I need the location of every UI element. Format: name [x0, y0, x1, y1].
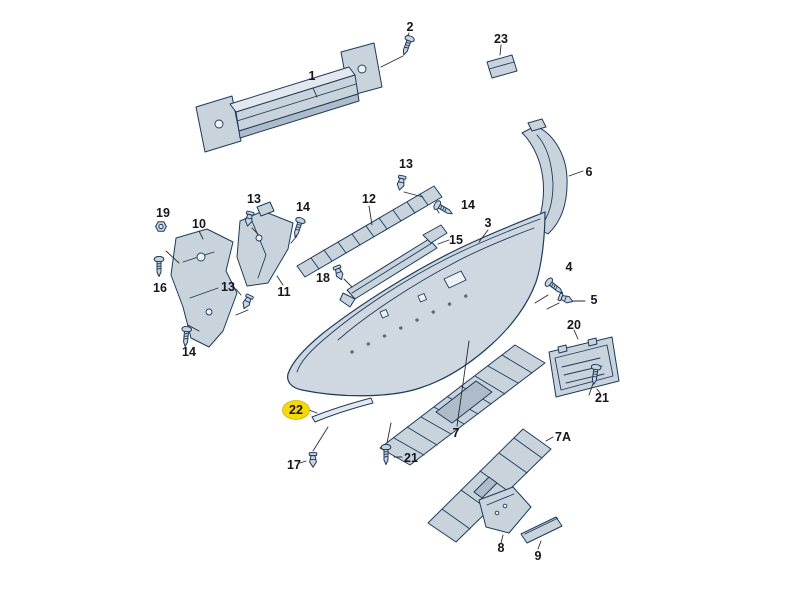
part-23-bracket [486, 54, 518, 79]
part-22-trim-strip [311, 397, 374, 423]
part-12-mounting-rail [296, 185, 443, 278]
mounting-hole [196, 252, 206, 262]
part-6-top-tab [527, 118, 547, 132]
part-7a-lower-valance [427, 428, 552, 543]
clip-icon-13a [395, 174, 407, 192]
part-label-6: 6 [586, 165, 593, 179]
clip-icon-13c [240, 293, 255, 311]
part-3-rim-line-outer [296, 218, 541, 373]
part-15-foot [339, 292, 356, 308]
part-8-corner-piece [478, 486, 532, 534]
clip-icon-17 [308, 452, 318, 468]
part-label-7a: 7A [555, 430, 571, 444]
part-3-clip-holes [350, 292, 472, 354]
part-label-12: 12 [362, 192, 376, 206]
mounting-hole [255, 234, 263, 242]
part-label-20: 20 [567, 318, 581, 332]
screw-icon-16 [153, 256, 165, 277]
part-10-body [170, 228, 238, 348]
part-label-15: 15 [449, 233, 463, 247]
part-label-10: 10 [192, 217, 206, 231]
part-label-21b: 21 [404, 451, 418, 465]
part-label-1: 1 [309, 69, 316, 83]
part-12-rib-ticks [310, 193, 429, 270]
part-label-13c: 13 [221, 280, 235, 294]
mounting-hole [494, 510, 500, 516]
part-label-8: 8 [498, 541, 505, 555]
part-label-9: 9 [535, 549, 542, 563]
part-11-body [236, 210, 294, 287]
clip-icon-18 [332, 264, 346, 282]
part-label-14b: 14 [296, 200, 310, 214]
part-label-13a: 13 [399, 157, 413, 171]
part-label-11: 11 [277, 285, 290, 299]
mounting-hole [214, 119, 224, 129]
part-20-inner-frame [554, 344, 614, 391]
nut-icon-19 [155, 221, 167, 232]
clip-icon-5 [557, 292, 575, 306]
part-9-trim-strip [520, 516, 563, 544]
part-label-16: 16 [153, 281, 167, 295]
part-9-body [520, 516, 563, 544]
part-15-mid-line [351, 242, 433, 294]
part-3-bumper-cover [287, 211, 546, 397]
part-7-center-recess [435, 380, 493, 424]
part-20-plate [548, 336, 620, 398]
part-label-14c: 14 [182, 345, 196, 359]
part-22-body [311, 397, 374, 423]
part-8-edge-line [486, 493, 515, 506]
part-20-tabs [557, 337, 598, 354]
screw-icon-14b [289, 215, 307, 240]
part-6-contour-line [536, 134, 554, 227]
part-3-small-cutouts [379, 293, 427, 319]
part-8-body [478, 486, 532, 534]
part-9-edge-line [524, 517, 559, 535]
part-15-flange [422, 224, 448, 244]
part-20-license-plate-bracket [548, 336, 620, 398]
part-23-edge-line [488, 61, 515, 70]
mounting-hole [502, 503, 508, 509]
part-label-19: 19 [156, 206, 170, 220]
beam-rib-line [236, 83, 357, 122]
part-3-sensor-hole [443, 270, 467, 289]
part-1-impact-beam [195, 42, 383, 153]
part-11-top-tab [256, 201, 275, 217]
part-label-4: 4 [566, 260, 573, 274]
screw-icon-21b [380, 444, 392, 465]
part-label-23: 23 [494, 32, 508, 46]
highlight-ellipse-22 [282, 400, 310, 420]
mounting-hole [205, 308, 213, 316]
part-23-body [486, 54, 518, 79]
part-label-13b: 13 [247, 192, 261, 206]
mounting-hole [357, 64, 367, 74]
screw-icon-14c [179, 325, 193, 348]
part-label-3: 3 [485, 216, 492, 230]
part-7a-chevron [473, 476, 498, 499]
part-10-side-bracket [170, 228, 238, 348]
part-3-rim-line-inner [337, 227, 535, 341]
part-label-21a: 21 [595, 391, 609, 405]
part-15-center-bracket [339, 224, 448, 308]
part-3-shell [287, 211, 546, 397]
part-label-17: 17 [287, 458, 301, 472]
part-label-5: 5 [591, 293, 598, 307]
part-11-bracket [236, 201, 294, 287]
part-label-14a: 14 [461, 198, 475, 212]
callout-labels: 1 2 23 6 13 14 12 13 14 3 10 19 16 13 11… [153, 20, 609, 563]
part-label-7: 7 [453, 426, 460, 440]
screw-icon-2 [398, 33, 416, 58]
part-label-22[interactable]: 22 [289, 403, 303, 417]
beam-bottom-flange [238, 93, 360, 139]
part-label-2: 2 [407, 20, 414, 34]
screw-icon-14a [431, 199, 456, 219]
part-label-18: 18 [316, 271, 330, 285]
part-7-lower-trim [379, 344, 546, 466]
